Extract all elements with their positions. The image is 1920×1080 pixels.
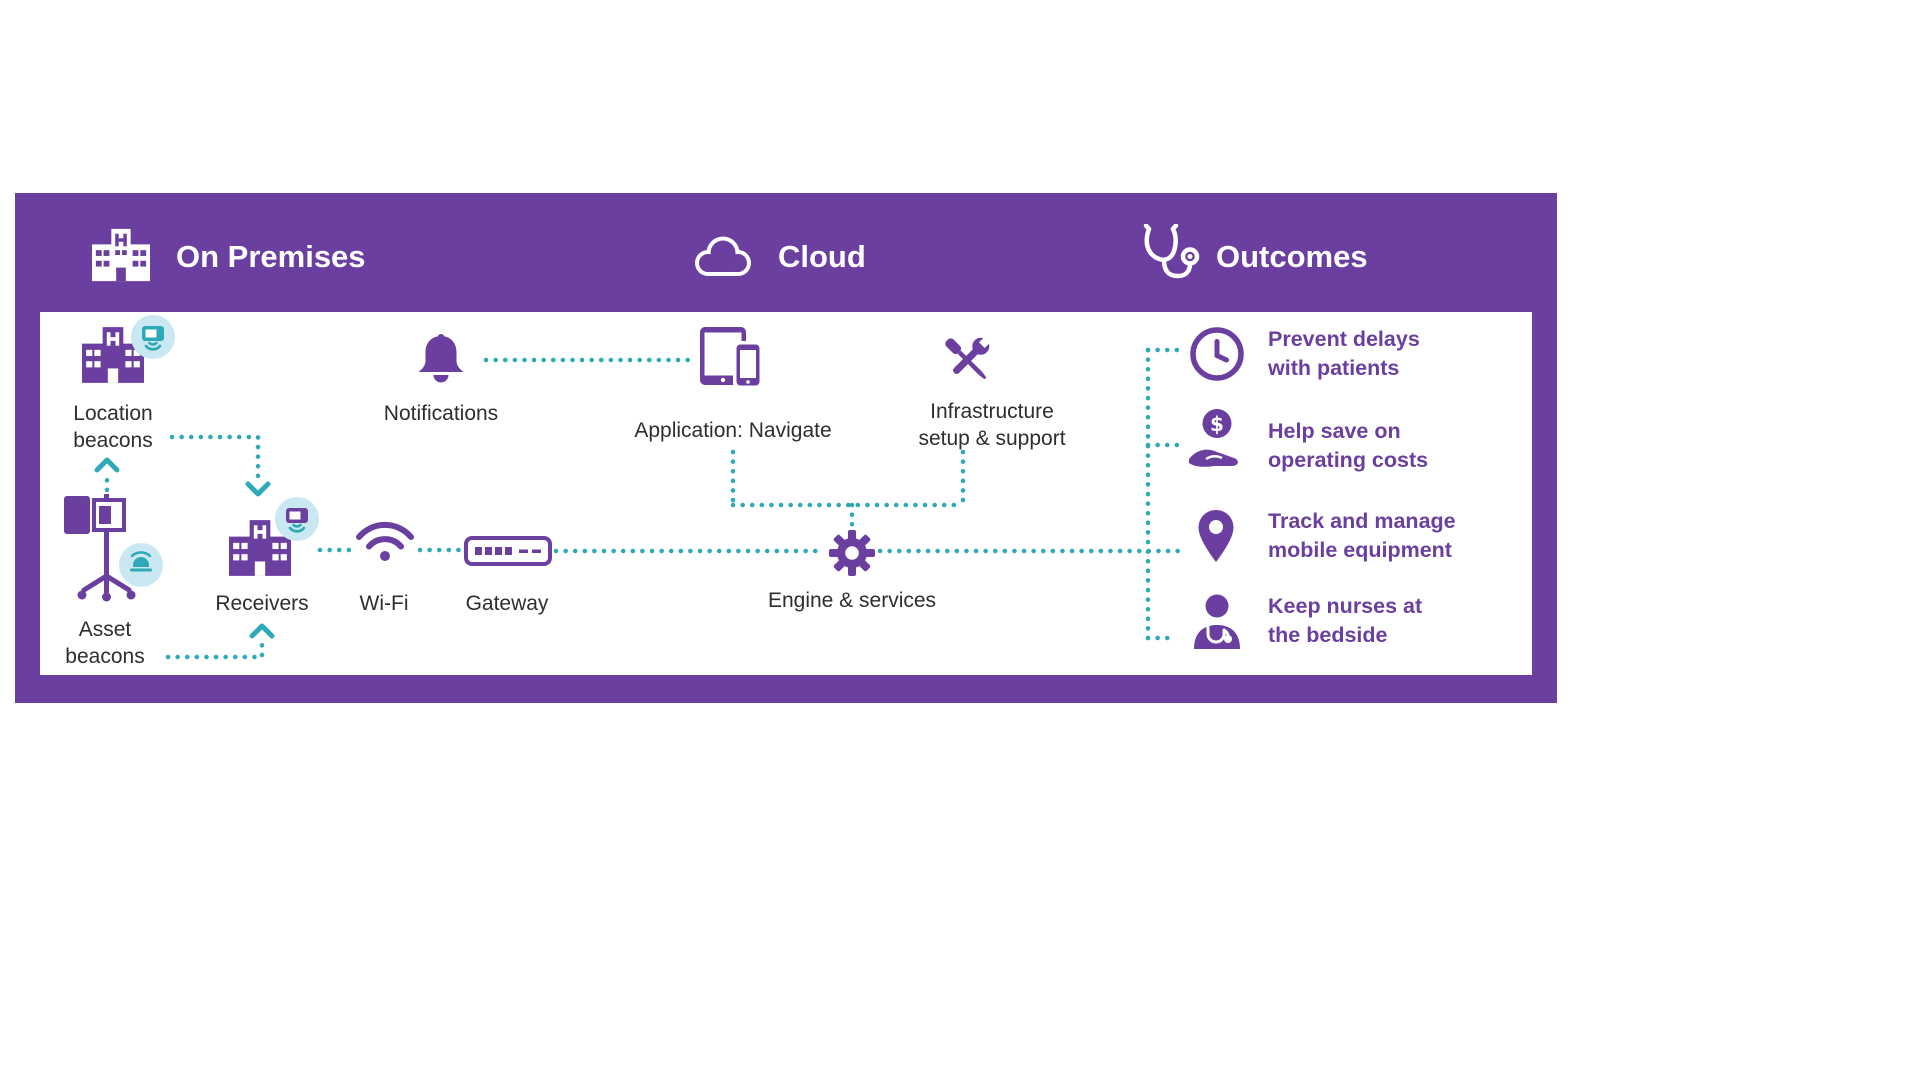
- engine-label: Engine & services: [767, 589, 937, 612]
- gateway-icon: [464, 536, 552, 566]
- hospital-icon: [92, 228, 150, 282]
- wifi-label: Wi-Fi: [359, 592, 409, 615]
- location-pin-icon: [1198, 510, 1234, 562]
- outcome-prevent-delays-label: Prevent delays with patients: [1268, 327, 1420, 380]
- gateway-label: Gateway: [465, 592, 549, 615]
- infrastructure-label: Infrastructure setup & support: [918, 400, 1066, 450]
- stethoscope-icon: [1143, 224, 1200, 279]
- wifi-icon: [356, 521, 414, 561]
- diagram-frame: [15, 193, 1557, 703]
- outcome-save-costs-label: Help save on operating costs: [1268, 419, 1429, 472]
- receivers-label: Receivers: [215, 592, 309, 615]
- outcome-nurses-bedside-label: Keep nurses at the bedside: [1268, 594, 1423, 647]
- cloud-icon: [695, 236, 751, 276]
- location-beacons-label: Location beacons: [73, 402, 153, 452]
- asset-beacon-badge-icon: [119, 543, 163, 587]
- infrastructure-tools-icon: [945, 336, 991, 380]
- clock-icon: [1190, 327, 1244, 381]
- notifications-label: Notifications: [383, 402, 499, 425]
- application-devices-icon: [700, 327, 763, 389]
- asset-beacons-label: Asset beacons: [65, 618, 145, 668]
- receivers-hospital-icon: [229, 520, 291, 576]
- outcome-track-equipment-label: Track and manage mobile equipment: [1268, 509, 1456, 562]
- diagram-body: [40, 312, 1532, 675]
- section-title-cloud: Cloud: [778, 239, 866, 274]
- section-title-on-premises: On Premises: [176, 239, 366, 274]
- nurse-icon: [1194, 594, 1240, 649]
- location-beacons-hospital-icon: [82, 327, 144, 383]
- location-beacon-badge-icon: [131, 315, 175, 359]
- engine-gear-icon: [829, 530, 875, 576]
- application-label: Application: Navigate: [634, 419, 832, 442]
- savings-icon: $: [1189, 409, 1238, 467]
- asset-beacon-icon: [64, 494, 136, 602]
- receiver-badge-icon: [275, 497, 319, 541]
- notifications-bell-icon: [418, 334, 464, 383]
- svg-text:$: $: [1210, 412, 1224, 436]
- section-title-outcomes: Outcomes: [1216, 239, 1368, 274]
